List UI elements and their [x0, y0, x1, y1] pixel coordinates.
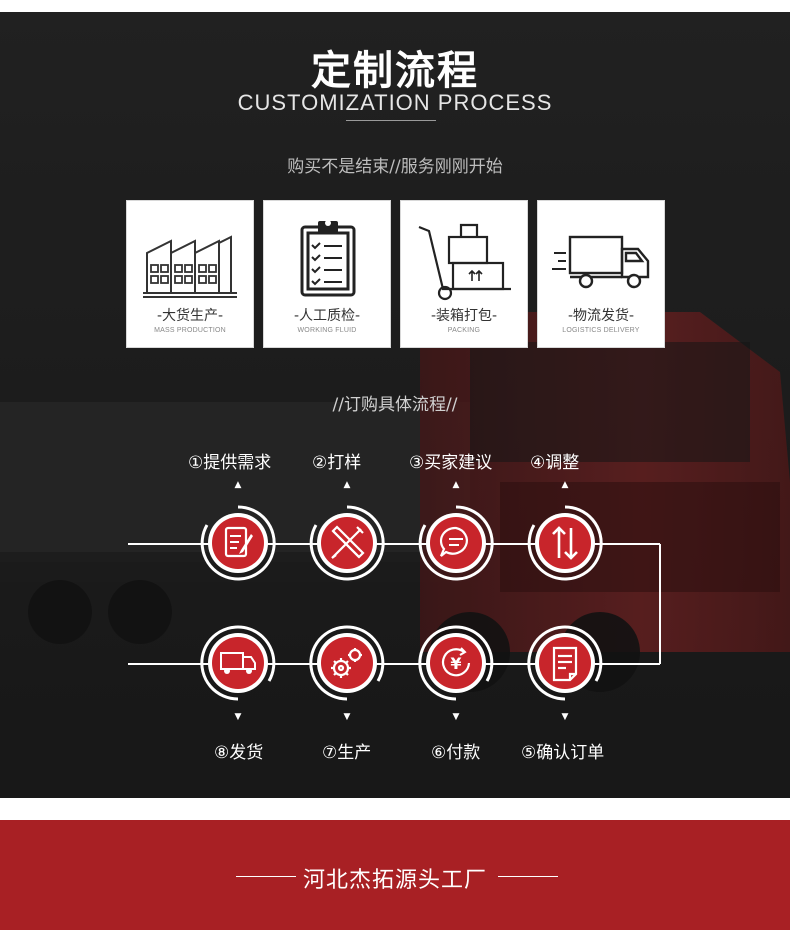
footer-title: 河北杰拓源头工厂 [302, 868, 487, 893]
up-arrow-icon: ▲ [234, 480, 242, 490]
service-card-subtitle: MASS PRODUCTION [154, 327, 226, 334]
service-card-logistics: -物流发货- LOGISTICS DELIVERY [537, 200, 665, 348]
step-label-2: ②打样 [312, 453, 362, 473]
truck-icon [552, 235, 650, 289]
svg-text:¥: ¥ [450, 654, 461, 673]
process-step-6-node: ¥ [417, 624, 495, 702]
down-arrow-icon: ▼ [561, 712, 569, 722]
subtitle: 购买不是结束//服务刚刚开始 [287, 157, 503, 177]
service-card-quality-check: -人工质检- WORKING FLUID [263, 200, 391, 348]
title-divider [346, 120, 436, 121]
footer-band [0, 820, 790, 930]
step-label-6: ⑥付款 [431, 743, 481, 763]
chat-bubble-icon [418, 505, 494, 581]
footer-line-left [236, 876, 296, 877]
service-card-title: -人工质检- [293, 308, 361, 324]
step-label-3: ③买家建议 [409, 453, 493, 473]
gears-icon [309, 625, 385, 701]
service-card-title: -装箱打包- [430, 308, 498, 324]
process-step-1-node [199, 504, 277, 582]
up-arrow-icon: ▲ [343, 480, 351, 490]
section-gap [0, 798, 790, 820]
step-label-8: ⑧发货 [214, 743, 264, 763]
service-cards: -大货生产- MASS PRODUCTION -人工质检- WOR [126, 200, 666, 348]
page-title-english: CUSTOMIZATION PROCESS [237, 90, 553, 115]
process-step-8-node [199, 624, 277, 702]
edit-document-icon [200, 505, 276, 581]
step-label-7: ⑦生产 [322, 743, 372, 763]
process-step-3-node [417, 504, 495, 582]
pencil-ruler-icon [309, 505, 385, 581]
clipboard-icon [300, 220, 356, 297]
process-step-7-node [308, 624, 386, 702]
service-card-subtitle: WORKING FLUID [297, 327, 357, 334]
up-down-arrows-icon [527, 505, 603, 581]
process-step-5-node [526, 624, 604, 702]
up-arrow-icon: ▲ [561, 480, 569, 490]
yen-payment-icon: ¥ [418, 625, 494, 701]
down-arrow-icon: ▼ [234, 712, 242, 722]
order-document-icon [527, 625, 603, 701]
service-card-subtitle: LOGISTICS DELIVERY [562, 327, 640, 334]
process-step-4-node [526, 504, 604, 582]
service-card-title: -大货生产- [156, 308, 224, 324]
step-label-5: ⑤确认订单 [521, 743, 605, 763]
page-title: 定制流程 [311, 48, 479, 94]
process-heading: //订购具体流程// [332, 395, 458, 415]
step-label-1: ①提供需求 [188, 453, 272, 473]
service-card-packing: -装箱打包- PACKING [400, 200, 528, 348]
up-arrow-icon: ▲ [452, 480, 460, 490]
service-card-subtitle: PACKING [447, 327, 481, 334]
down-arrow-icon: ▼ [452, 712, 460, 722]
service-card-title: -物流发货- [567, 308, 635, 324]
process-connector-lines [128, 543, 661, 665]
service-card-mass-production: -大货生产- MASS PRODUCTION [126, 200, 254, 348]
hand-truck-icon [418, 223, 511, 301]
step-label-4: ④调整 [530, 453, 580, 473]
delivery-truck-icon [200, 625, 276, 701]
factory-icon [143, 235, 237, 298]
top-strip [0, 0, 790, 12]
down-arrow-icon: ▼ [343, 712, 351, 722]
process-step-2-node [308, 504, 386, 582]
footer-line-right [498, 876, 558, 877]
hero-section: 定制流程 CUSTOMIZATION PROCESS 购买不是结束//服务刚刚开… [0, 12, 790, 798]
